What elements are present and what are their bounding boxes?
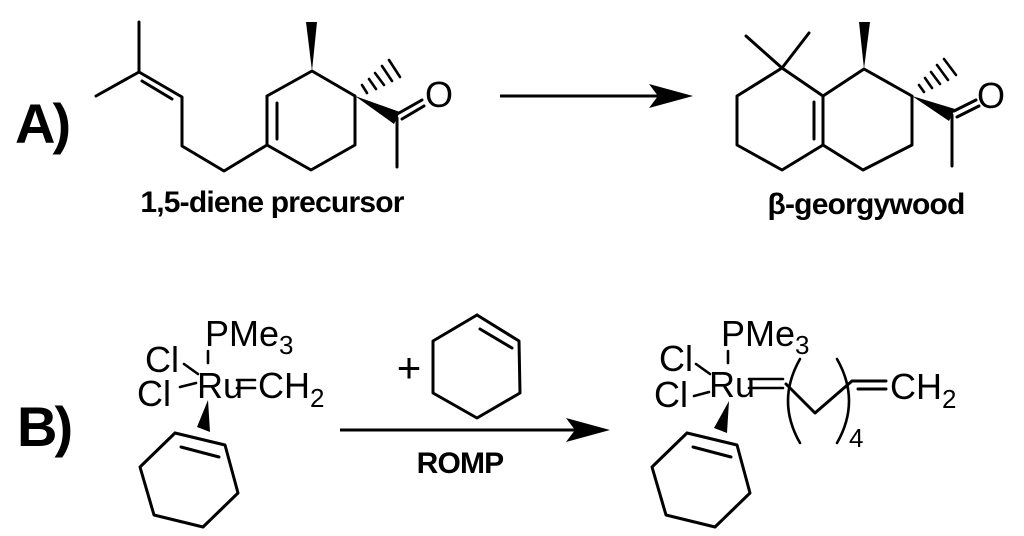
arrow-head-icon xyxy=(566,418,610,442)
wedge-acetyl-bond xyxy=(355,96,400,124)
chloride-bottom-label: Cl xyxy=(137,373,171,414)
carbene-subscript: 2 xyxy=(310,383,324,413)
phosphine-subscript: 3 xyxy=(279,330,293,360)
ruthenium-label: Ru xyxy=(709,364,755,405)
wedge-alkene-coordination-bond xyxy=(197,400,210,432)
arrow-head-icon xyxy=(649,84,693,108)
vinyl-end-label: CH xyxy=(890,366,942,407)
reaction-b-arrow xyxy=(340,418,610,442)
chloride-top-label: Cl xyxy=(659,338,693,379)
vinyl-end-subscript: 2 xyxy=(942,384,956,414)
phosphine-subscript: 3 xyxy=(795,330,809,360)
ligand-bonds xyxy=(178,349,257,390)
oxygen-atom: O xyxy=(425,74,453,115)
cyclohexene-ligand-ring xyxy=(650,431,752,529)
ruthenium-label: Ru xyxy=(197,365,243,406)
cyclohexene-ligand-ring xyxy=(138,431,240,529)
diene-precursor-structure: O xyxy=(94,20,453,173)
ru-product-structure: PMe 3 Cl Cl Ru 4 CH 2 xyxy=(650,313,956,529)
reaction-a-arrow xyxy=(500,84,693,108)
chloride-bottom-label: Cl xyxy=(654,374,688,415)
plus-sign: + xyxy=(397,344,422,391)
carbene-label: CH xyxy=(258,365,310,406)
conditions-label: ROMP xyxy=(417,447,504,480)
oxygen-atom: O xyxy=(977,75,1005,116)
phosphine-label: PMe xyxy=(205,313,279,354)
reaction-b-label: B) xyxy=(17,395,70,458)
ligand-bonds xyxy=(692,349,785,398)
reactant-caption: 1,5-diene precursor xyxy=(140,186,404,219)
phosphine-label: PMe xyxy=(721,313,795,354)
skeleton-bonds xyxy=(94,20,426,173)
reaction-a-label: A) xyxy=(15,92,68,155)
chloride-top-label: Cl xyxy=(145,339,179,380)
hashed-methyl-bond xyxy=(360,58,402,95)
cyclohexene-monomer-structure xyxy=(431,313,522,420)
wedge-acetyl-bond xyxy=(912,96,955,121)
cyclohexene-ring xyxy=(431,313,522,420)
reaction-a: A) O 1,5-diene precursor O β-georgywood xyxy=(15,20,1005,221)
ru-catalyst-structure: PMe 3 Cl Cl Ru CH 2 xyxy=(137,313,324,529)
repeat-unit-parentheses xyxy=(786,357,851,445)
hashed-methyl-bond xyxy=(917,57,958,94)
repeat-count-subscript: 4 xyxy=(849,423,863,453)
skeleton-bonds xyxy=(735,31,981,172)
product-caption: β-georgywood xyxy=(767,188,964,221)
reaction-b: B) PMe 3 Cl Cl Ru CH 2 + ROMP xyxy=(17,313,956,529)
wedge-methyl-bond xyxy=(859,22,870,69)
wedge-alkene-coordination-bond xyxy=(714,401,729,433)
wedge-methyl-bond xyxy=(306,22,317,71)
polymer-chain-bonds xyxy=(784,379,888,415)
georgywood-structure: O xyxy=(735,22,1005,172)
